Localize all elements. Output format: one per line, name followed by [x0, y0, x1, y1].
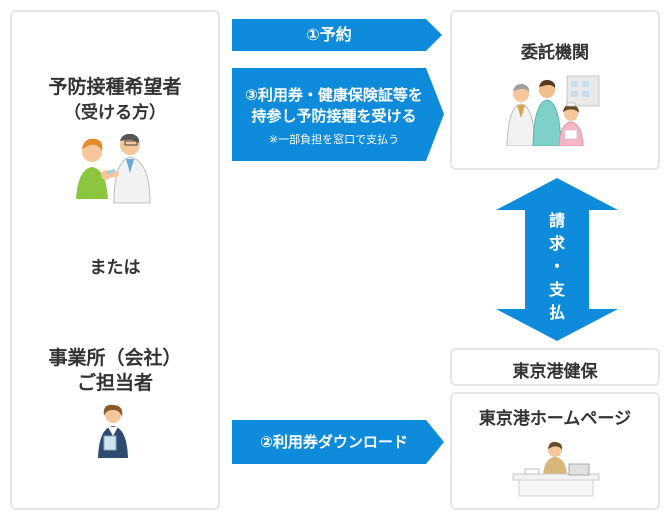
download-arrow: ②利用券ダウンロード: [232, 420, 444, 464]
vaccination-label-line1: ③利用券・健康保険証等を: [245, 86, 423, 104]
billing-char-3: ・: [548, 257, 565, 276]
reserve-label: ①予約: [306, 25, 352, 44]
billing-char-5: 払: [548, 303, 565, 322]
reserve-arrow: ①予約: [232, 19, 442, 51]
homepage-title: 東京港ホームページ: [478, 409, 632, 429]
institution-title: 委託機関: [521, 43, 589, 63]
office-worker-illustration: [92, 402, 134, 458]
download-label: ②利用券ダウンロード: [260, 433, 408, 451]
medical-staff-illustration: [505, 74, 605, 147]
applicant-subtitle: （受ける方）: [64, 103, 166, 123]
billing-arrow: 請 求 ・ 支 払: [496, 178, 618, 341]
company-subtitle: ご担当者: [76, 372, 153, 394]
insurer-title: 東京港健保: [512, 362, 598, 382]
billing-char-4: 支: [548, 280, 565, 299]
vaccination-label-line2: 持参し予防接種を受ける: [251, 107, 417, 125]
company-title: 事業所（会社）: [48, 347, 182, 369]
or-label: または: [89, 258, 141, 278]
vaccination-arrow: ③利用券・健康保険証等を 持参し予防接種を受ける ※一部負担を窓口で支払う: [232, 68, 444, 161]
payment-note: ※一部負担を窓口で支払う: [268, 133, 400, 146]
vaccination-illustration: [70, 127, 165, 207]
billing-char-2: 求: [548, 234, 565, 253]
applicant-title: 予防接種希望者: [48, 76, 182, 98]
desk-worker-illustration: [509, 436, 603, 498]
insurer-panel: [450, 348, 660, 386]
billing-char-1: 請: [548, 211, 565, 230]
